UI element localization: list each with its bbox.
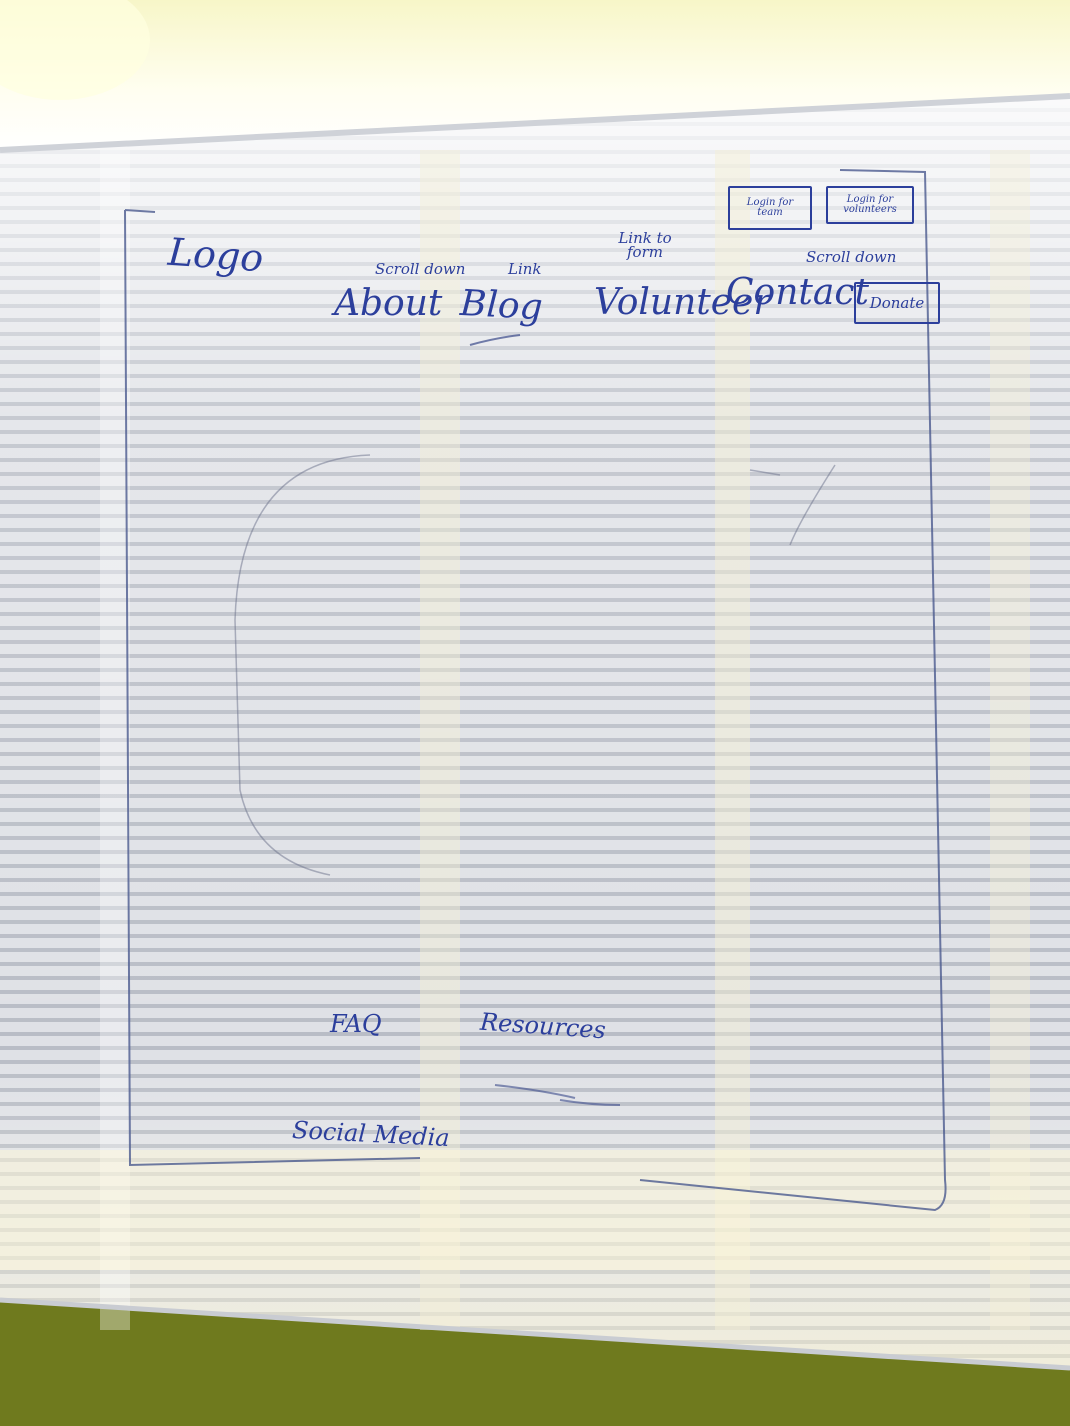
blog-note: Link [508,260,542,278]
login-volunteers-label: Login for volunteers [843,193,897,215]
nav-volunteer: Volunteer [594,282,771,323]
about-note: Scroll down [375,260,466,278]
logo-label: Logo [166,229,265,281]
nav-blog: Blog [459,282,544,329]
volunteer-note: Link to form [618,229,672,261]
login-team-button-sketch: Login for team [728,186,812,230]
footer-faq: FAQ [330,1010,382,1038]
contact-note: Scroll down [806,248,897,266]
donate-button-sketch: Donate [854,282,940,324]
nav-contact: Contact [726,272,869,313]
login-team-label: Login for team [746,196,794,218]
login-volunteers-button-sketch: Login for volunteers [826,186,914,224]
donate-label: Donate [869,293,925,312]
nav-about: About [334,283,443,324]
